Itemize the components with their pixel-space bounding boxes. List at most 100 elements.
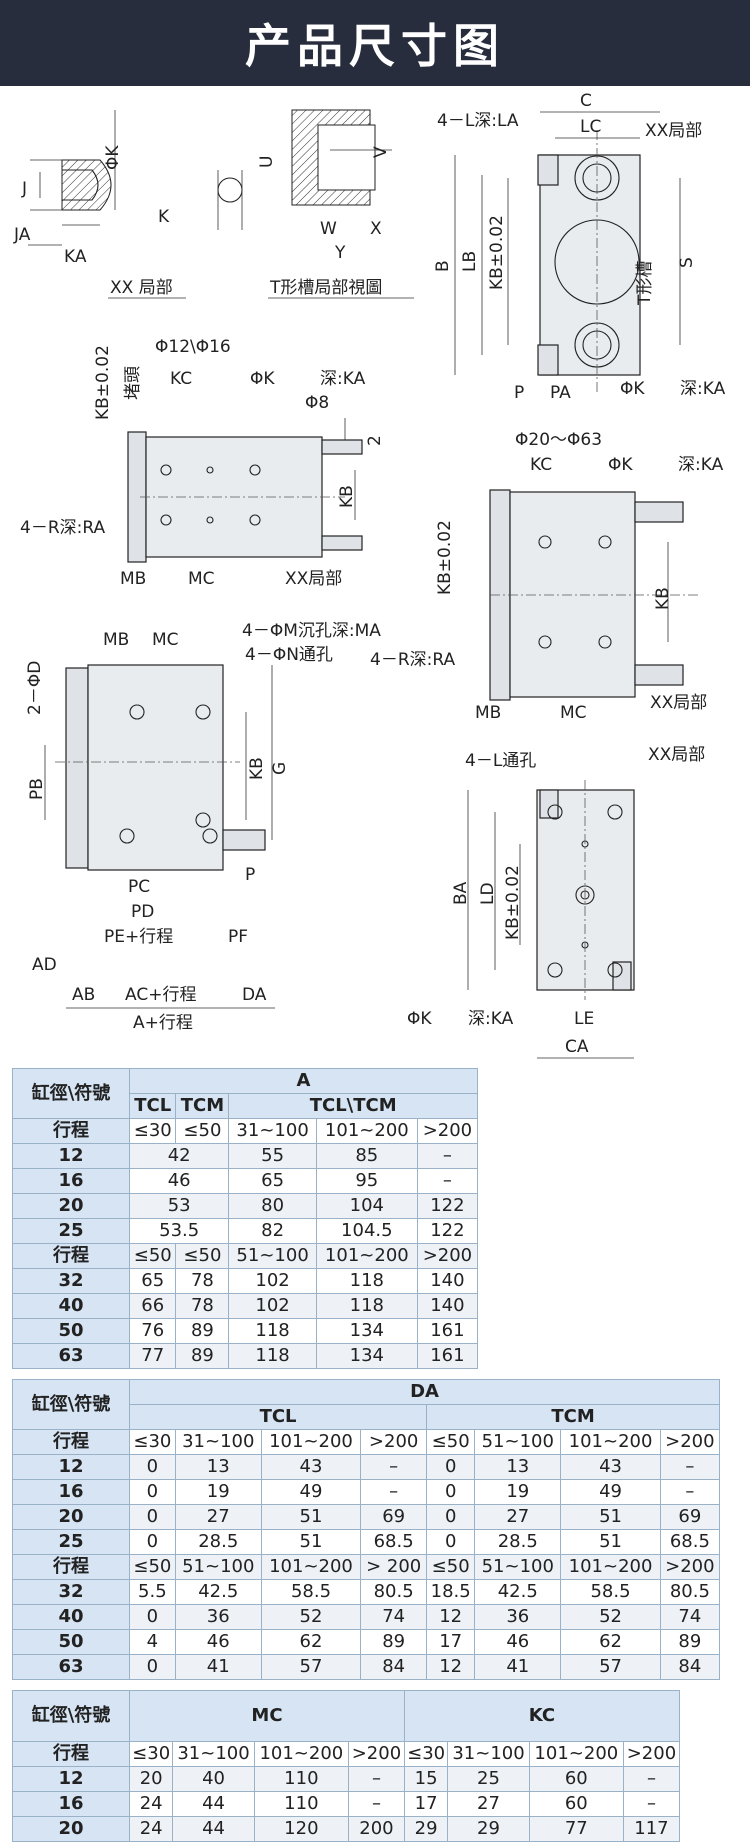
table-da-cell: ≤30	[129, 1429, 176, 1455]
table-da-cell: 0	[426, 1504, 476, 1530]
table-da-cell: 68.5	[659, 1529, 721, 1555]
table-mc-cell: 110	[253, 1791, 349, 1817]
table-da-cell: 5.5	[129, 1579, 176, 1605]
table-a-cell: 32	[12, 1268, 130, 1294]
xx-caption: XX 局部	[110, 278, 173, 298]
table-a-cell: 31~100	[228, 1118, 317, 1144]
side-kb-label: KB	[247, 757, 267, 780]
table-a-cell: >200	[416, 1243, 479, 1269]
rear-xx-label: XX局部	[648, 745, 705, 765]
t-slot-v-label: V	[371, 146, 391, 158]
table-da-cell: 36	[474, 1604, 562, 1630]
table-a-cell: 25	[12, 1218, 130, 1244]
small-bore-phik-label: ΦK	[250, 369, 275, 389]
side-ad-label: AD	[32, 955, 57, 975]
table-da-cell: 28.5	[474, 1529, 562, 1555]
large-bore-r-label: 4－R深:RA	[370, 650, 455, 670]
table-mc-cell: –	[347, 1766, 405, 1792]
table-da-cell: 57	[260, 1654, 362, 1680]
table-a-cell: >200	[416, 1118, 479, 1144]
small-bore-plug-label: 堵頭	[123, 366, 143, 400]
table-mc-cell: 101~200	[528, 1741, 624, 1767]
table-da-cell: > 200	[360, 1554, 428, 1580]
table-mc-cell: 117	[622, 1816, 681, 1842]
table-a-sub-both: TCL\TCM	[228, 1093, 478, 1119]
table-da-cell: 89	[659, 1629, 721, 1655]
small-bore-mc-label: MC	[188, 569, 215, 589]
table-da-cell: 69	[360, 1504, 428, 1530]
top-ka-label: 深:KA	[680, 379, 726, 399]
table-da-sub-tcl: TCL	[128, 1404, 428, 1430]
table-a-cell: 76	[128, 1318, 177, 1344]
table-a-cell: 20	[12, 1193, 130, 1219]
table-a-cell: 140	[416, 1268, 479, 1294]
table-a-cell: ≤50	[128, 1243, 177, 1269]
side-m-label: 4－ΦM沉孔深:MA	[242, 621, 381, 641]
table-da-cell: 19	[474, 1479, 562, 1505]
table-a-cell: 16	[12, 1168, 130, 1194]
top-lb-label: LB	[460, 251, 480, 272]
table-mc-cell: 60	[528, 1791, 624, 1817]
side-mb-label: MB	[103, 630, 129, 650]
table-mc-cell: >200	[622, 1741, 681, 1767]
table-mc-cell: 101~200	[253, 1741, 349, 1767]
table-a-cell: ≤50	[175, 1243, 230, 1269]
t-slot-w-label: W	[320, 219, 337, 239]
table-mc-cell: 40	[172, 1766, 255, 1792]
table-a-cell: 89	[175, 1318, 230, 1344]
rear-ca-label: CA	[565, 1037, 589, 1057]
table-da-cell: 43	[260, 1454, 362, 1480]
table-mc-cell: 120	[253, 1816, 349, 1842]
table-mc-cell: 16	[12, 1791, 130, 1817]
xx-ja-label: JA	[13, 225, 31, 245]
table-da-cell: >200	[360, 1429, 428, 1455]
k-hole-k-label: K	[158, 207, 170, 227]
table-da-cell: 49	[560, 1479, 661, 1505]
table-da-cell: 101~200	[560, 1429, 661, 1455]
table-a-cell: 53.5	[128, 1218, 230, 1244]
top-pa-label: PA	[550, 383, 571, 403]
table-da-cell: 32	[12, 1579, 130, 1605]
table-a-cell: 65	[128, 1268, 177, 1294]
rear-ka-label: 深:KA	[468, 1009, 514, 1029]
table-mc-cell: –	[347, 1791, 405, 1817]
table-da-cell: 51	[260, 1529, 362, 1555]
side-da-label: DA	[242, 985, 267, 1005]
table-da-cell: 18.5	[426, 1579, 476, 1605]
table-a-cell: 行程	[12, 1118, 130, 1144]
t-slot-caption: T形槽局部視圖	[269, 278, 382, 298]
table-da-cell: 27	[174, 1504, 262, 1530]
table-da-cell: –	[659, 1479, 721, 1505]
table-mc-cell: >200	[347, 1741, 405, 1767]
table-da-sub-tcm: TCM	[426, 1404, 720, 1430]
table-a-sub-tcl: TCL	[128, 1093, 177, 1119]
table-da-cell: 84	[360, 1654, 428, 1680]
table-a-cell: 104.5	[315, 1218, 418, 1244]
large-bore-title: Φ20～Φ63	[515, 430, 602, 450]
table-da-cell: 17	[426, 1629, 476, 1655]
top-p-label: P	[514, 383, 524, 403]
table-mc-cell: 110	[253, 1766, 349, 1792]
table-mc-cell: 60	[528, 1766, 624, 1792]
small-bore-ka-label: 深:KA	[320, 369, 366, 389]
t-slot-y-label: Y	[334, 243, 346, 263]
table-da-cell: 12	[426, 1654, 476, 1680]
top-phik-label: ΦK	[620, 379, 645, 399]
table-a-cell: 51~100	[228, 1243, 317, 1269]
top-lc-label: LC	[580, 117, 601, 137]
top-kb-label: KB±0.02	[487, 215, 507, 290]
table-da-cell: 74	[360, 1604, 428, 1630]
table-da-cell: 46	[174, 1629, 262, 1655]
table-da-cell: 42.5	[174, 1579, 262, 1605]
table-a-cell: 140	[416, 1293, 479, 1319]
small-bore-two-label: 2	[365, 435, 385, 446]
table-a-cell: ≤50	[175, 1118, 230, 1144]
table-da-cell: ≤50	[129, 1554, 176, 1580]
table-da-cell: >200	[659, 1554, 721, 1580]
